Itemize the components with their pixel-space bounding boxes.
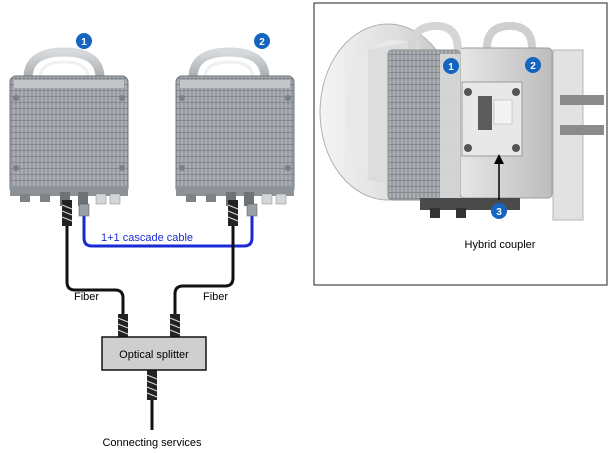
svg-text:3: 3	[496, 207, 502, 218]
svg-text:1: 1	[448, 62, 454, 73]
badge-odu-1: 1	[76, 33, 92, 49]
badge-odu-2: 2	[254, 33, 270, 49]
cascade-cable	[82, 210, 254, 248]
odu-unit-2	[175, 47, 295, 206]
fiber-cable-left	[65, 206, 125, 316]
odu-unit-1	[9, 47, 129, 206]
svg-text:1: 1	[81, 37, 87, 48]
connecting-services-label: Connecting services	[102, 437, 202, 449]
optical-splitter: Optical splitter	[101, 336, 207, 371]
fiber-label-left: Fiber	[74, 291, 99, 303]
photo-panel	[313, 2, 608, 286]
svg-text:2: 2	[530, 61, 536, 72]
badge-photo-2: 2	[525, 57, 541, 73]
svg-text:2: 2	[259, 37, 265, 48]
cable-boots	[61, 200, 258, 400]
badge-photo-1: 1	[443, 58, 459, 74]
badge-photo-3: 3	[491, 203, 507, 219]
optical-splitter-label: Optical splitter	[119, 349, 189, 361]
cascade-cable-label: 1+1 cascade cable	[101, 232, 193, 244]
fiber-label-right: Fiber	[203, 291, 228, 303]
hybrid-coupler-label: Hybrid coupler	[465, 239, 536, 251]
fiber-cable-right	[173, 206, 235, 316]
